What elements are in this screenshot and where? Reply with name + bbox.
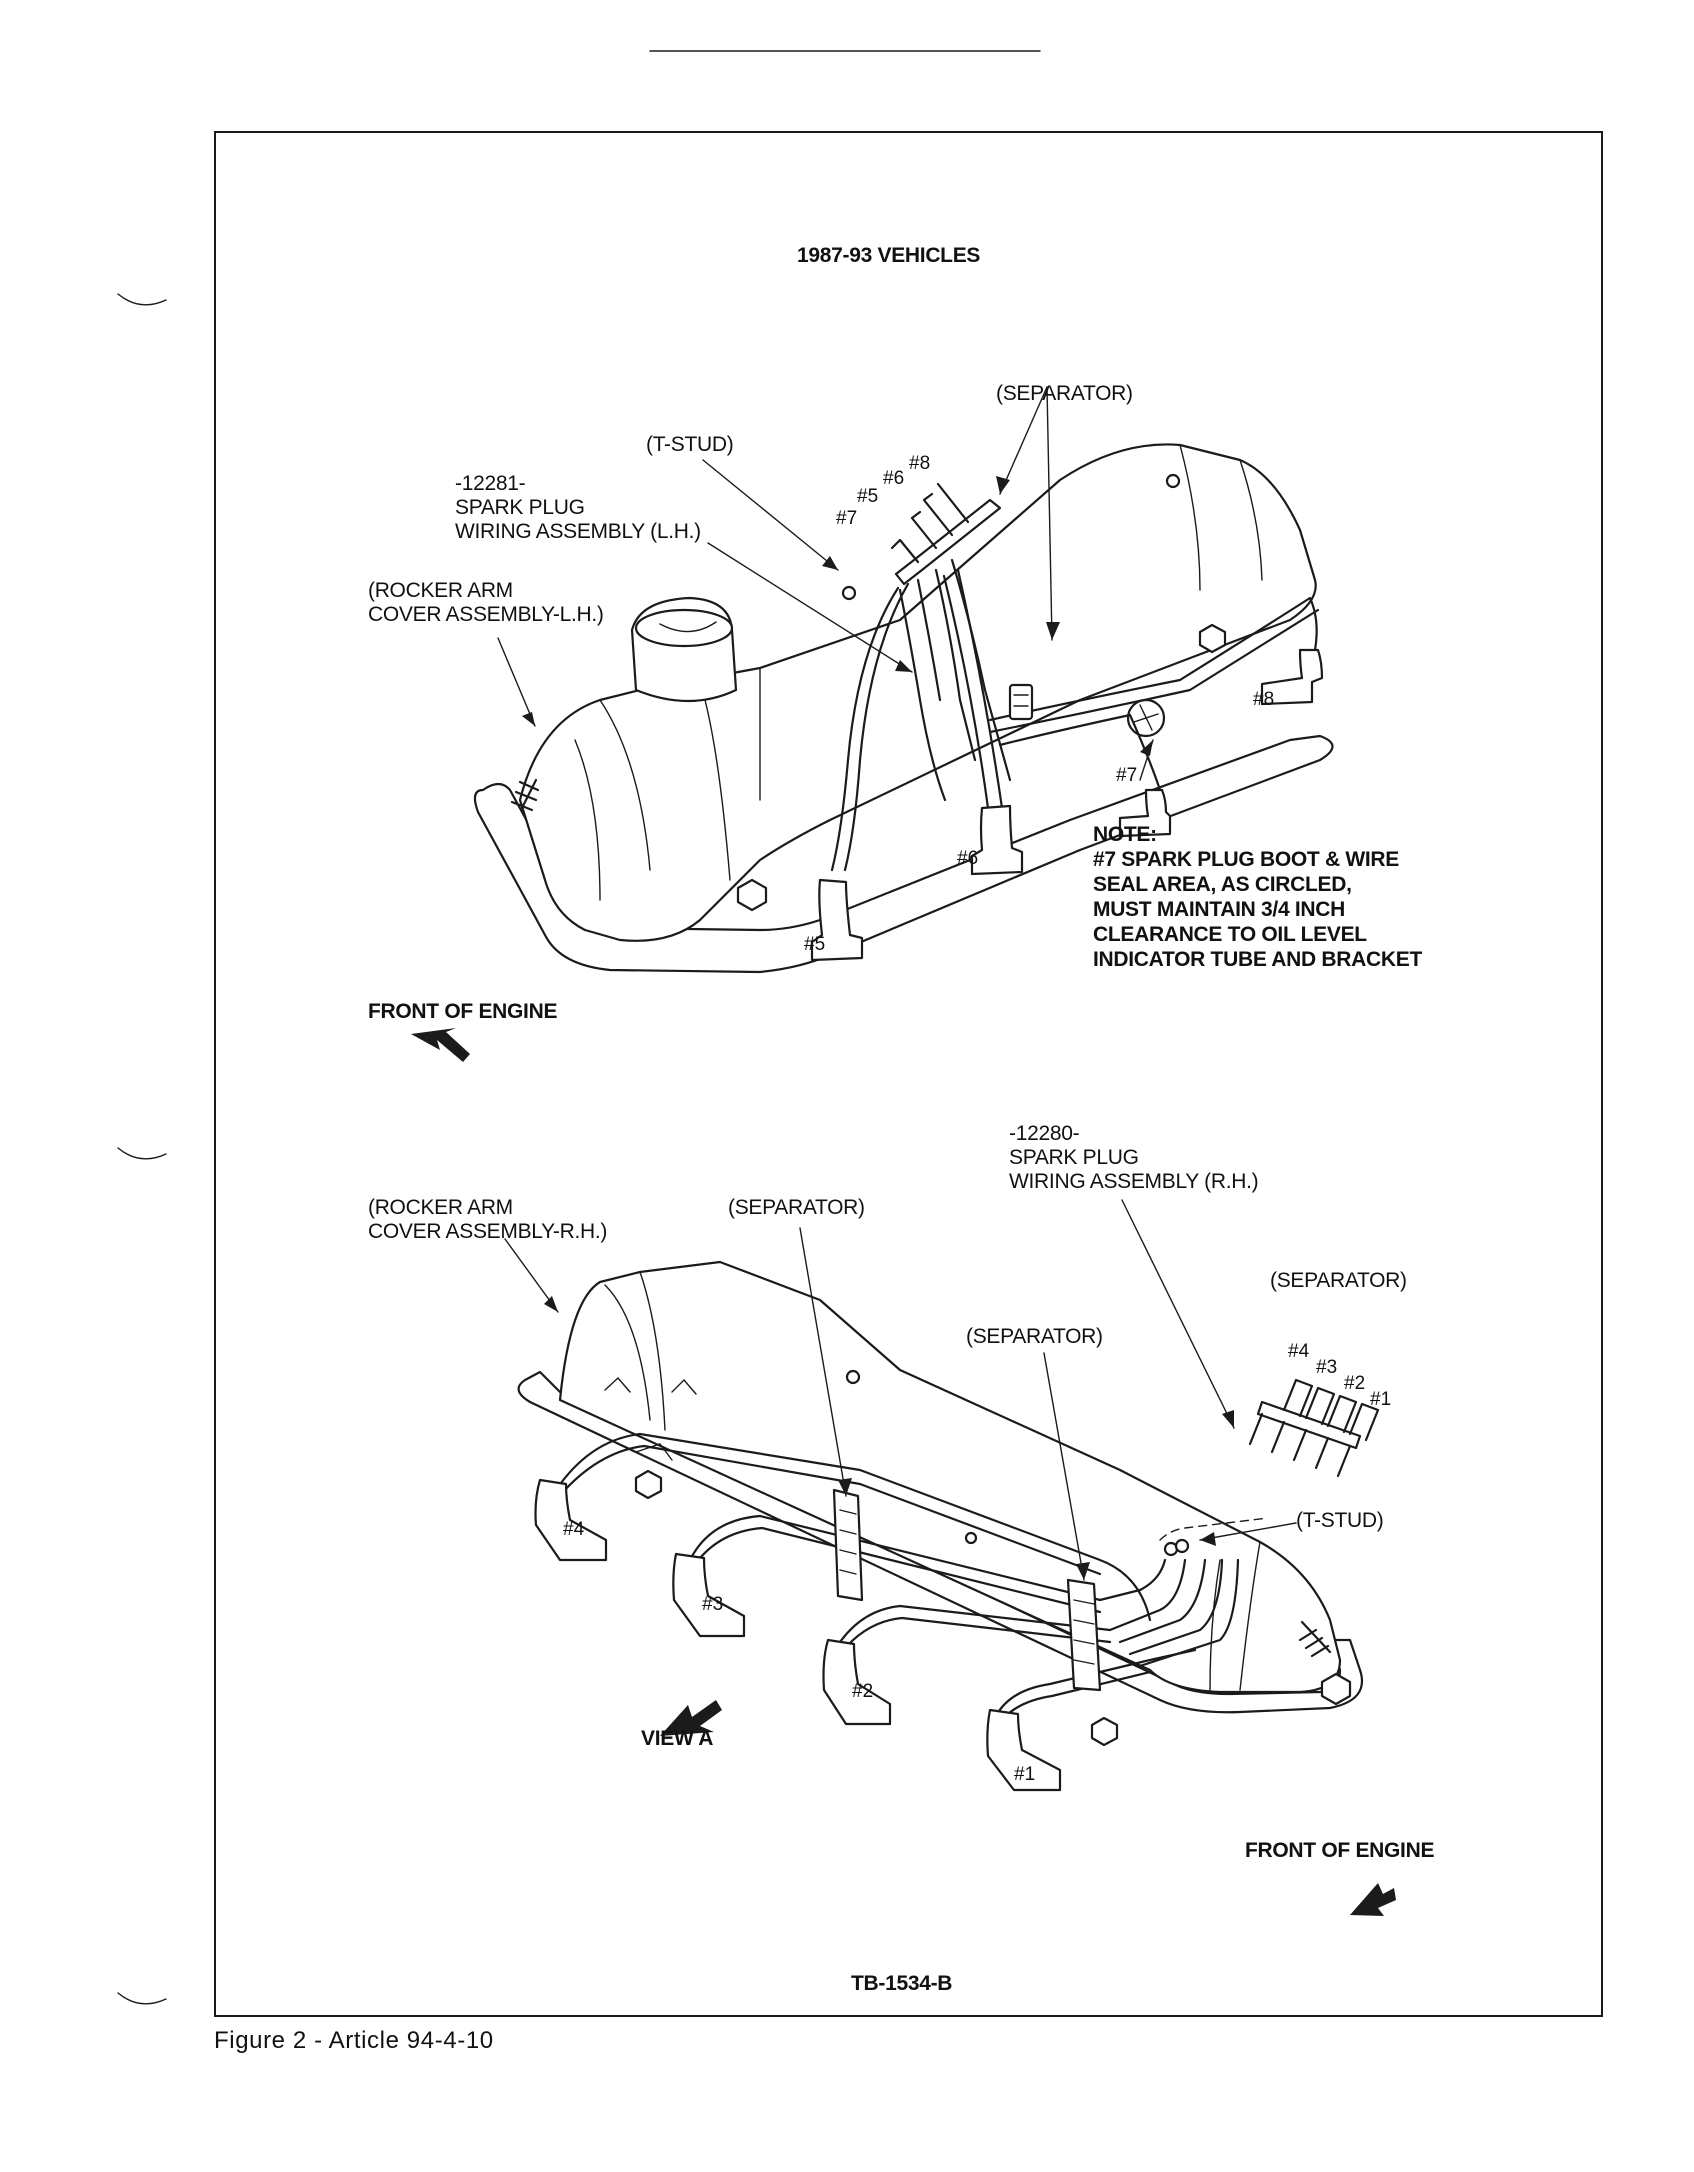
front-arrow-bottom [1350, 1883, 1396, 1916]
connector-label: #5 [857, 486, 879, 507]
plug-boot-label: #3 [702, 1594, 724, 1615]
view-a-arrow [660, 1700, 722, 1736]
separator-label-top: (SEPARATOR) [996, 382, 1133, 405]
plug-boot-label: #1 [1014, 1764, 1036, 1785]
figure-frame [214, 131, 1603, 2017]
plug-boot-label: #7 [1116, 765, 1138, 786]
t-stud-label-top: (T-STUD) [646, 433, 734, 456]
plug-boot-label: #5 [804, 934, 826, 955]
connector-label: #2 [1344, 1373, 1366, 1394]
connector-label: #1 [1370, 1389, 1392, 1410]
diagram-code: TB-1534-B [851, 1972, 953, 1995]
rh-rocker-cover [504, 1199, 1396, 1916]
connector-label: #8 [909, 453, 931, 474]
front-arrow-top [411, 1028, 470, 1062]
connector-label: #7 [836, 508, 858, 529]
binder-hole-mark [117, 1147, 167, 1160]
connector-label: #4 [1288, 1341, 1310, 1362]
plug-boot-label: #4 [563, 1519, 585, 1540]
view-a-label: VIEW A [641, 1727, 714, 1750]
connector-label: #6 [883, 468, 905, 489]
t-stud-label-bottom: (T-STUD) [1296, 1509, 1384, 1532]
lh-rocker-cover [411, 386, 1334, 1062]
separator-label-left: (SEPARATOR) [728, 1196, 865, 1219]
page-title: 1987-93 VEHICLES [797, 244, 981, 267]
plug-boot-label: #2 [852, 1681, 874, 1702]
plug-boot-label: #8 [1253, 689, 1275, 710]
separator-label-right: (SEPARATOR) [1270, 1269, 1407, 1292]
separator-label-mid: (SEPARATOR) [966, 1325, 1103, 1348]
plug-boot-label: #6 [957, 848, 979, 869]
binder-hole-mark [117, 293, 167, 306]
binder-hole-mark [117, 1992, 167, 2005]
front-of-engine-label-bottom: FRONT OF ENGINE [1245, 1839, 1435, 1862]
figure-caption: Figure 2 - Article 94-4-10 [214, 2027, 494, 2054]
connector-label: #3 [1316, 1357, 1338, 1378]
front-of-engine-label-top: FRONT OF ENGINE [368, 1000, 558, 1023]
